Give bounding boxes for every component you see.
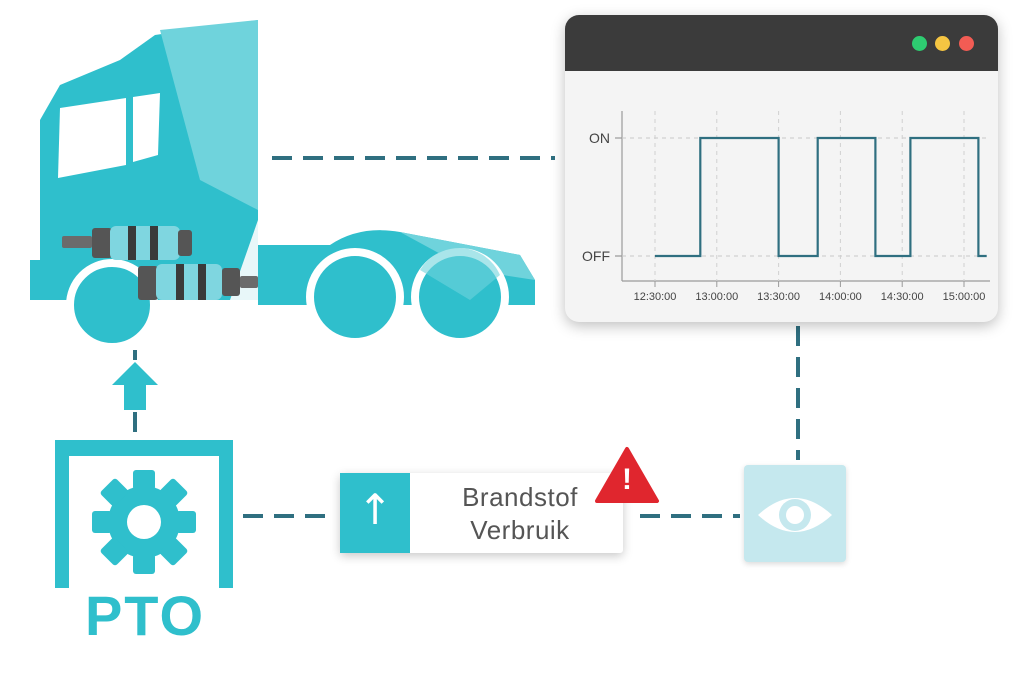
x-tick-label: 13:30:00 (757, 291, 800, 303)
arrow-up-icon (112, 362, 158, 410)
pto-label: PTO (84, 584, 206, 647)
window-dot-red[interactable] (959, 36, 974, 51)
eye-icon (758, 498, 832, 532)
fuel-arrow-box: ↑ (340, 473, 410, 553)
truck-illustration (30, 20, 535, 350)
window-title-bar (565, 15, 998, 71)
pto-frame (55, 440, 233, 588)
series-line (655, 136, 987, 258)
pto-status-chart: OFF ON 12:30:00 13:00:00 13:30:00 14:00:00 14:… (582, 111, 990, 303)
gear-icon (92, 470, 196, 574)
warning-icon: ! (594, 446, 660, 504)
chart-window: OFF ON 12:30:00 13:00:00 13:30:00 14:00:00 14:… (565, 15, 998, 322)
x-tick-label: 14:30:00 (881, 291, 924, 303)
window-dot-green[interactable] (912, 36, 927, 51)
fuel-label-line2: Verbruik (470, 515, 570, 545)
fuel-label: Brandstof Verbruik (430, 481, 610, 547)
arrow-up-icon: ↑ (357, 485, 393, 534)
warning-mark: ! (622, 463, 632, 496)
window-dot-yellow[interactable] (935, 36, 950, 51)
fuel-consumption-card: ↑ Brandstof Verbruik (340, 473, 623, 553)
x-tick-label: 13:00:00 (695, 291, 738, 303)
x-tick-label: 12:30:00 (634, 291, 677, 303)
y-tick-label: OFF (582, 248, 610, 264)
gearbox-icon (62, 226, 258, 300)
monitor-box[interactable] (744, 465, 846, 562)
fuel-label-line1: Brandstof (462, 482, 578, 512)
x-tick-label: 14:00:00 (819, 291, 862, 303)
x-tick-label: 15:00:00 (943, 291, 986, 303)
y-tick-label: ON (589, 130, 610, 146)
